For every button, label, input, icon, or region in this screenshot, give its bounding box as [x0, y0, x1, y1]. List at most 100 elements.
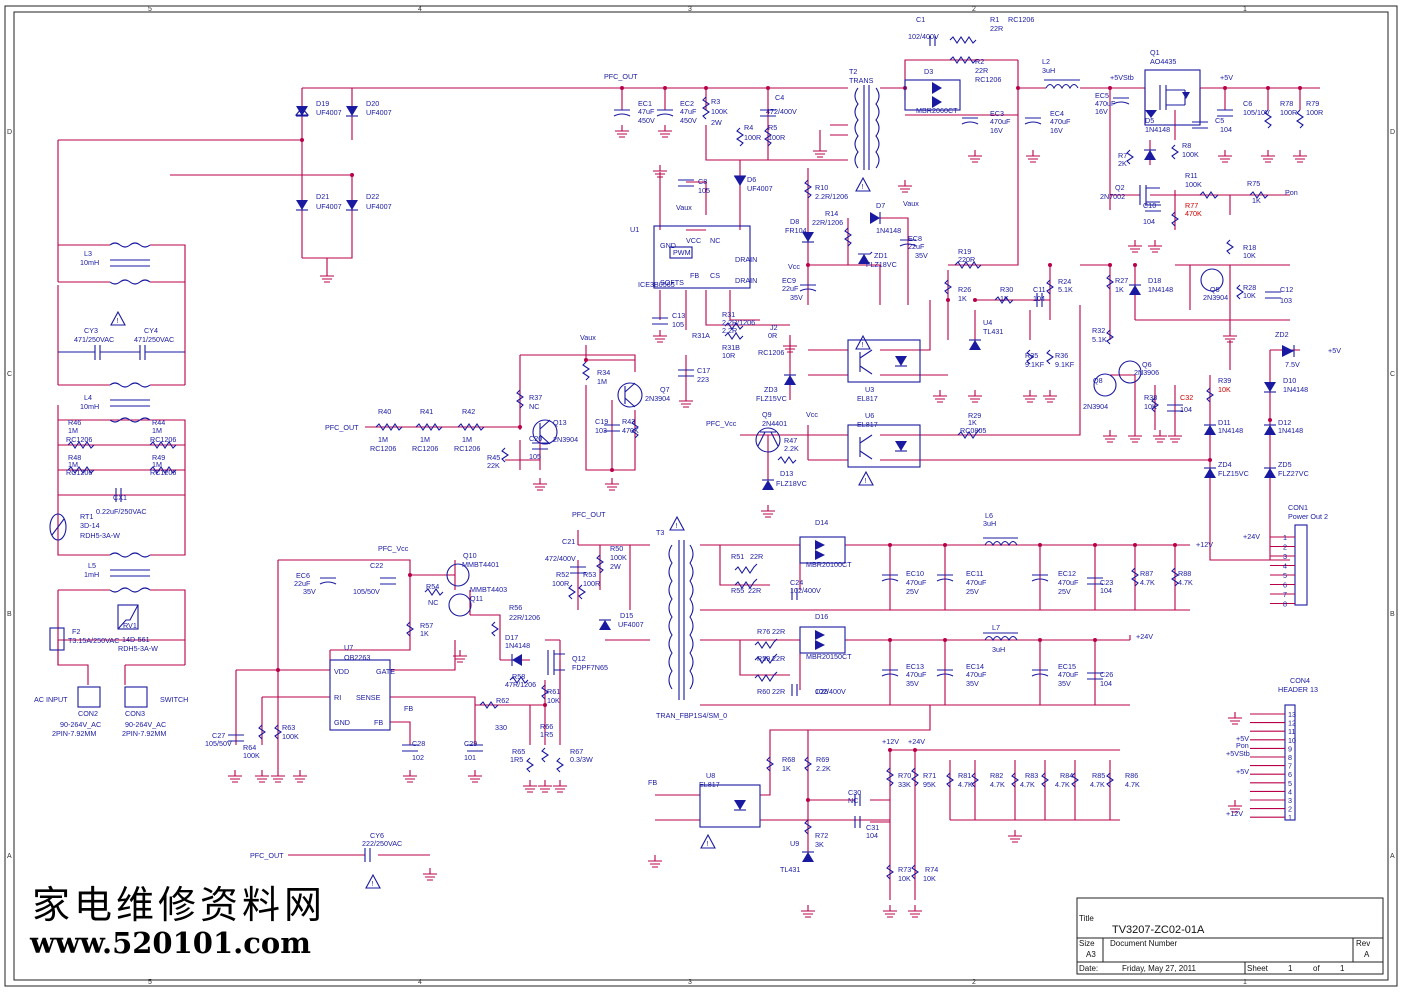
- component-label: 101: [464, 753, 476, 762]
- ground-icon: [1228, 712, 1242, 725]
- resistor-r78: [1264, 109, 1272, 129]
- component-label: SENSE: [356, 693, 381, 702]
- component-label: +24V: [1243, 532, 1260, 541]
- component-label: R44: [152, 418, 165, 427]
- component-label: 22R/1206: [509, 613, 540, 622]
- resistor-r29: [957, 428, 981, 439]
- component-label: RC1206: [66, 468, 92, 477]
- con4-pin-number: 6: [1288, 770, 1292, 779]
- ground-icon: [1223, 330, 1237, 343]
- component-label: R59: [757, 654, 770, 663]
- zener-r-d: [1144, 149, 1156, 160]
- resistor-r31b: [724, 332, 744, 340]
- component-label: R24: [1058, 277, 1071, 286]
- component-label: +5V: [1328, 346, 1341, 355]
- resistor-r86: [1106, 772, 1114, 788]
- component-label: 1M: [378, 435, 388, 444]
- component-label: 5.1K: [1058, 285, 1073, 294]
- component-label: 22uF: [908, 242, 925, 251]
- component-label: R2: [975, 57, 984, 66]
- component-label: 10R: [722, 351, 735, 360]
- component-label: 1K: [958, 294, 967, 303]
- component-label: 14D-561: [122, 635, 150, 644]
- component-label: 105/10V: [1243, 108, 1270, 117]
- component-label: RC1206: [66, 435, 92, 444]
- transistor-q13: [532, 419, 558, 445]
- component-label: 5.1K: [1092, 335, 1107, 344]
- component-label: EC9: [782, 276, 796, 285]
- component-label: D11: [1218, 418, 1231, 427]
- component-label: Pon: [1236, 741, 1249, 750]
- component-label: 35V: [966, 679, 979, 688]
- component-label: RDH5-3A-W: [80, 531, 120, 540]
- mosfet-q12: [547, 650, 565, 675]
- size-label: Size: [1079, 939, 1095, 948]
- component-label: EC3: [990, 109, 1004, 118]
- component-label: 105: [698, 186, 710, 195]
- sheet-number: 1: [1288, 964, 1293, 973]
- ground-icon: [538, 780, 552, 793]
- ground-icon: [423, 868, 437, 881]
- capacitor-c32: [1167, 404, 1183, 412]
- component-label: 1N4148: [1218, 426, 1243, 435]
- capacitor-cy4: [120, 345, 185, 360]
- component-label: 223: [697, 375, 709, 384]
- ground-icon: [1261, 150, 1275, 163]
- capacitor-c28: [402, 744, 418, 752]
- component-label: R67: [570, 747, 583, 756]
- svg-text:!: !: [372, 879, 374, 888]
- component-label: R32: [1092, 326, 1105, 335]
- resistor-r3: [702, 96, 710, 120]
- transistor-q5: [1200, 268, 1224, 292]
- component-label: R54: [426, 582, 439, 591]
- component-label: CS: [710, 271, 720, 280]
- ground-icon: [523, 780, 537, 793]
- of-label: of: [1313, 964, 1320, 973]
- component-label: AO4435: [1150, 57, 1176, 66]
- resistor-r76: [754, 638, 778, 649]
- resistor-r58: [509, 676, 529, 684]
- resistor-r35: [1026, 349, 1034, 365]
- resistor-r4: [736, 127, 744, 147]
- component-label: RDH5-3A-W: [118, 644, 158, 653]
- component-label: FDPF7N65: [572, 663, 608, 672]
- component-label: 2.2K: [816, 764, 831, 773]
- ground-icon: [1128, 430, 1142, 443]
- component-label: 100R: [552, 579, 569, 588]
- component-label: Q8: [1093, 376, 1103, 385]
- component-label: R85: [1092, 771, 1105, 780]
- ground-icon: [1218, 150, 1232, 163]
- mosfet-q1: [1144, 69, 1201, 126]
- title-block: Title TV3207-ZC02-01A Size A3 Document N…: [1076, 897, 1384, 975]
- component-label: R34: [597, 368, 610, 377]
- component-label: PFC_Vcc: [706, 419, 737, 428]
- component-label: 2N3904: [1083, 402, 1108, 411]
- component-label: R65: [512, 747, 525, 756]
- component-label: Vaux: [903, 199, 919, 208]
- border-column-marker: 3: [688, 979, 692, 986]
- component-label: PFC_OUT: [250, 851, 284, 860]
- capacitor-c21: [570, 566, 586, 574]
- component-label: C22: [370, 561, 383, 570]
- ground-icon: [933, 390, 947, 403]
- component-label: D7: [876, 201, 885, 210]
- component-label: 2PIN-7.92MM: [52, 729, 96, 738]
- component-label: 90-264V_AC: [125, 720, 166, 729]
- component-label: 0R: [768, 331, 777, 340]
- diode-d12: [1264, 424, 1276, 435]
- ground-icon: [1008, 830, 1022, 843]
- optocoupler-u3: [847, 339, 921, 383]
- component-label: D19: [316, 99, 329, 108]
- component-label: R81: [958, 771, 971, 780]
- component-label: 470uF: [966, 670, 987, 679]
- component-label: EC13: [906, 662, 924, 671]
- component-label: HEADER 13: [1278, 685, 1318, 694]
- ic-u1: [653, 225, 751, 289]
- svg-text:!: !: [862, 182, 864, 191]
- component-label: ZD1: [874, 251, 888, 260]
- component-label: C28: [412, 739, 425, 748]
- resistor-r28: [1236, 284, 1244, 300]
- resistor-r68: [766, 756, 774, 772]
- component-label: C32: [1180, 393, 1193, 402]
- resistor-r87: [1131, 567, 1139, 587]
